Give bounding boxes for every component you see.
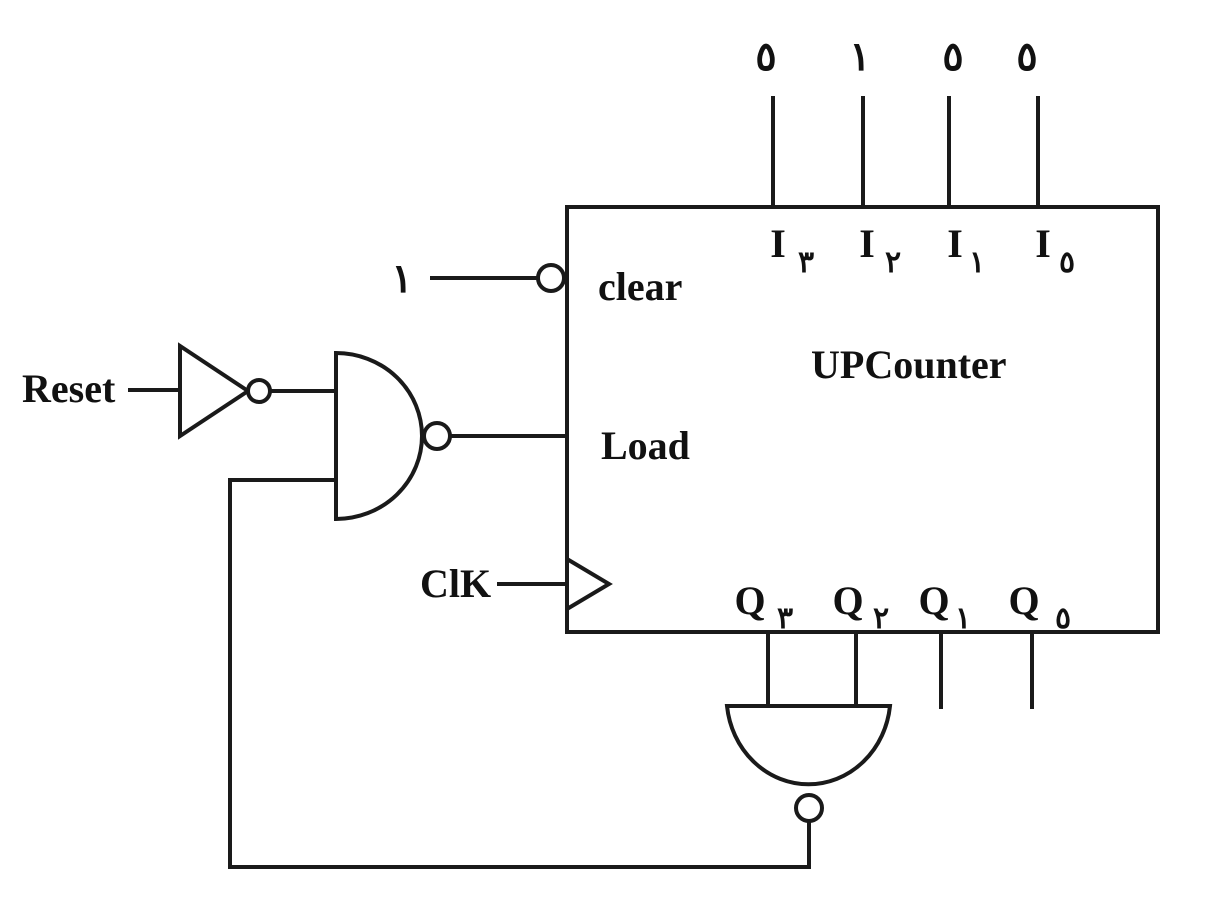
input-value-i1: ٥: [942, 34, 963, 79]
counter-title: UPCounter: [811, 342, 1007, 387]
pin-label-q1: Q: [918, 578, 949, 623]
data-input-wires: [771, 96, 1040, 207]
pin-index-q3: ۳: [777, 602, 793, 635]
clock-label: ClK: [420, 561, 491, 606]
pin-index-q1: ۱: [955, 602, 971, 635]
pin-label-i2: I: [859, 221, 875, 266]
load-nand-bubble: [422, 421, 452, 451]
feedback-nand-bubble: [794, 793, 824, 823]
clear-inversion-bubble: [536, 263, 566, 293]
clear-pin-label: clear: [598, 264, 682, 309]
pin-index-q2: ۲: [873, 602, 889, 635]
pin-index-q0: ٥: [1055, 602, 1071, 635]
input-value-i2: ۱: [849, 34, 870, 79]
output-wires: [766, 632, 1034, 709]
pin-index-i2: ۲: [885, 246, 901, 279]
reset-label: Reset: [22, 366, 116, 411]
pin-label-q2: Q: [832, 578, 863, 623]
pin-index-i3: ۳: [798, 246, 814, 279]
clear-input-value: ۱: [391, 256, 412, 301]
load-pin-label: Load: [601, 423, 690, 468]
up-counter-block: [565, 205, 1160, 634]
input-value-i3: ٥: [755, 34, 776, 79]
pin-label-i1: I: [947, 221, 963, 266]
feedback-wire: [228, 478, 811, 869]
pin-label-i3: I: [770, 221, 786, 266]
pin-label-q3: Q: [734, 578, 765, 623]
pin-index-i1: ۱: [969, 246, 985, 279]
clock-triangle: [565, 557, 613, 611]
pin-label-i0: I: [1035, 221, 1051, 266]
feedback-nand-gate: [724, 704, 893, 787]
input-value-i0: ٥: [1016, 34, 1037, 79]
not-gate: [178, 342, 252, 440]
not-gate-bubble: [246, 378, 272, 404]
pin-index-i0: ٥: [1059, 246, 1075, 279]
load-nand-gate: [334, 350, 424, 522]
pin-label-q0: Q: [1008, 578, 1039, 623]
